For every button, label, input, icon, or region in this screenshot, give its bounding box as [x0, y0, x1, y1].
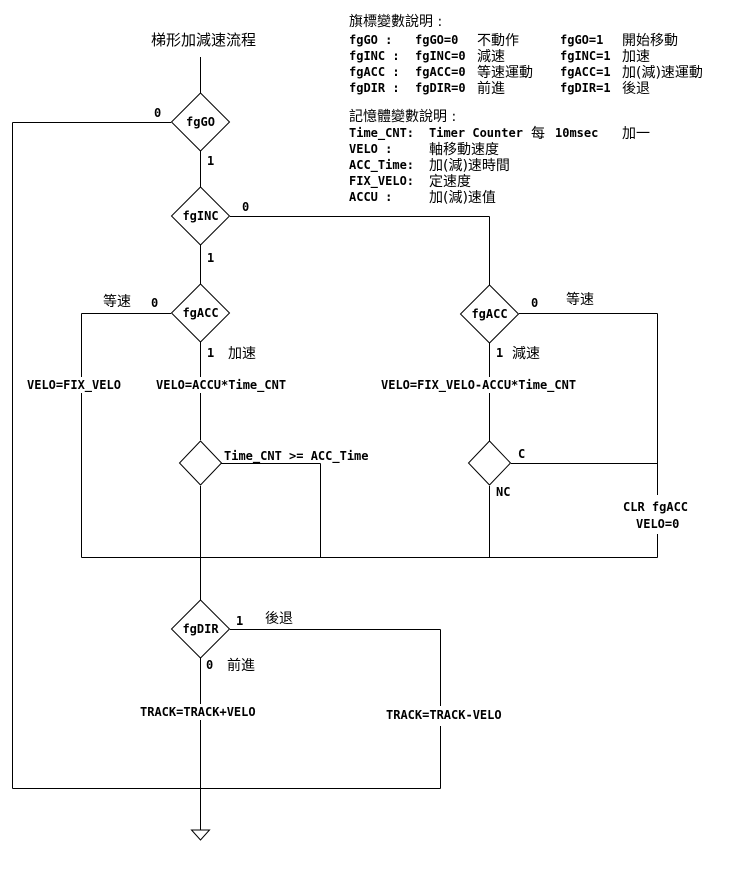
- flag-name: fgGO :: [349, 33, 392, 47]
- flag-name: fgDIR :: [349, 81, 400, 95]
- edge-label-cn: 等速: [103, 293, 131, 310]
- action-velo-fix: VELO=FIX_VELO: [27, 378, 121, 393]
- decision-fgdir: fgDIR: [170, 599, 231, 659]
- flag-one-desc: 加(減)速運動: [622, 64, 703, 81]
- flag-one-desc: 開始移動: [622, 33, 678, 49]
- decision-diamond: [467, 440, 512, 486]
- decision-fgacc-right: fgACC: [459, 284, 520, 344]
- flag-zero: fgACC=0: [415, 65, 466, 79]
- memory-row: Time_CNT: Timer Counter 每 10msec 加一: [349, 126, 650, 142]
- decision-diamond: [170, 283, 231, 343]
- edge-label-cn: 等速: [566, 291, 594, 308]
- edge-label: 0: [242, 200, 249, 214]
- memory-desc: 加(減)速時間: [429, 157, 510, 174]
- decision-time-check: [178, 440, 223, 486]
- exit-arrow-icon: [190, 829, 211, 841]
- condition-time: Time_CNT >= ACC_Time: [224, 449, 369, 464]
- flag-legend: 旗標變數說明 : fgGO : fgGO=0 不動作 fgGO=1 開始移動 f…: [349, 13, 703, 97]
- flag-row: fgGO : fgGO=0 不動作 fgGO=1 開始移動: [349, 33, 678, 49]
- edge-label: 0: [154, 106, 161, 120]
- memory-row: VELO : 軸移動速度: [349, 142, 499, 158]
- flag-one-desc: 後退: [622, 81, 650, 97]
- edge-label: 0: [531, 296, 538, 310]
- decision-fggo: fgGO: [170, 92, 231, 152]
- decision-diamond: [170, 186, 231, 246]
- edge-label: 1: [207, 154, 214, 168]
- flag-zero-desc: 減速: [477, 48, 505, 65]
- decision-diamond: [459, 284, 520, 344]
- memory-desc: 軸移動速度: [429, 142, 499, 158]
- flag-row: fgDIR : fgDIR=0 前進 fgDIR=1 後退: [349, 80, 650, 97]
- flag-zero-desc: 前進: [477, 80, 505, 97]
- edge-label: 1: [496, 346, 503, 360]
- decision-diamond: [170, 92, 231, 152]
- flag-one: fgGO=1: [560, 33, 603, 47]
- memory-row: ACCU : 加(減)速值: [349, 189, 496, 206]
- decision-fgacc-left: fgACC: [170, 283, 231, 343]
- edge-label-cn: 加速: [228, 346, 256, 362]
- memory-legend-heading: 記憶體變數說明 :: [349, 108, 456, 125]
- decision-decel-check: [467, 440, 512, 486]
- flag-zero: fgGO=0: [415, 33, 458, 47]
- flag-row: fgACC : fgACC=0 等速運動 fgACC=1 加(減)速運動: [349, 64, 703, 81]
- edge-label: 0: [151, 296, 158, 310]
- flag-zero-desc: 不動作: [477, 33, 519, 49]
- edge-label: NC: [496, 485, 510, 499]
- memory-desc-en2: 10msec: [555, 126, 598, 140]
- edge-label: 1: [207, 346, 214, 360]
- flag-one-desc: 加速: [622, 49, 650, 65]
- action-velo-decel: VELO=FIX_VELO-ACCU*Time_CNT: [381, 378, 576, 393]
- memory-name: ACCU :: [349, 190, 392, 204]
- flag-one: fgACC=1: [560, 65, 611, 79]
- decision-label: fgINC: [182, 209, 218, 223]
- decision-label: fgDIR: [182, 622, 219, 636]
- edge-label-cn: 前進: [227, 657, 255, 674]
- flag-one: fgDIR=1: [560, 81, 611, 95]
- chart-title: 梯形加減速流程: [151, 31, 256, 49]
- memory-name: FIX_VELO:: [349, 174, 414, 189]
- decision-fginc: fgINC: [170, 186, 231, 246]
- action-labels: VELO=FIX_VELO VELO=ACCU*Time_CNT VELO=FI…: [26, 377, 698, 723]
- flag-legend-heading: 旗標變數說明 :: [349, 13, 442, 30]
- memory-desc: 加(減)速值: [429, 189, 496, 206]
- memory-desc: 定速度: [429, 174, 471, 190]
- memory-row: ACC_Time: 加(減)速時間: [349, 157, 510, 174]
- action-clr-fgacc: CLR fgACC: [623, 500, 688, 514]
- memory-name: VELO :: [349, 142, 392, 156]
- edge-label: 1: [236, 614, 243, 628]
- action-track-plus: TRACK=TRACK+VELO: [140, 705, 256, 719]
- flag-one: fgINC=1: [560, 49, 611, 63]
- memory-desc-en: Timer Counter: [429, 126, 523, 140]
- flag-row: fgINC : fgINC=0 減速 fgINC=1 加速: [349, 48, 650, 65]
- flag-name: fgINC :: [349, 49, 400, 63]
- memory-legend: 記憶體變數說明 : Time_CNT: Timer Counter 每 10ms…: [349, 108, 650, 206]
- action-velo-zero: VELO=0: [636, 517, 679, 531]
- flag-name: fgACC :: [349, 65, 400, 79]
- decision-label: fgACC: [182, 306, 218, 320]
- decision-diamond: [170, 599, 231, 659]
- action-track-minus: TRACK=TRACK-VELO: [386, 708, 502, 722]
- memory-row: FIX_VELO: 定速度: [349, 174, 471, 190]
- edge-label-cn: 後退: [265, 611, 293, 627]
- flag-zero: fgINC=0: [415, 49, 466, 63]
- flag-zero: fgDIR=0: [415, 81, 466, 95]
- edge-label-cn: 減速: [512, 345, 540, 362]
- memory-desc-cn2: 加一: [622, 126, 650, 142]
- flag-zero-desc: 等速運動: [477, 64, 533, 81]
- edge-label: 1: [207, 251, 214, 265]
- decision-diamond: [178, 440, 223, 486]
- action-velo-accel: VELO=ACCU*Time_CNT: [156, 378, 286, 393]
- memory-name: ACC_Time:: [349, 158, 414, 173]
- memory-desc-cn: 每: [531, 126, 545, 142]
- edge-labels: 0 1 0 1 0 等速 1 加速 0 等速 1 減速 C NC 1 後退 0 …: [103, 106, 594, 674]
- edge-label: C: [518, 447, 525, 461]
- edge-label: 0: [206, 658, 213, 672]
- memory-name: Time_CNT:: [349, 126, 414, 141]
- connector-lines: [12, 57, 658, 830]
- decision-label: fgGO: [186, 115, 215, 129]
- decision-label: fgACC: [471, 307, 507, 321]
